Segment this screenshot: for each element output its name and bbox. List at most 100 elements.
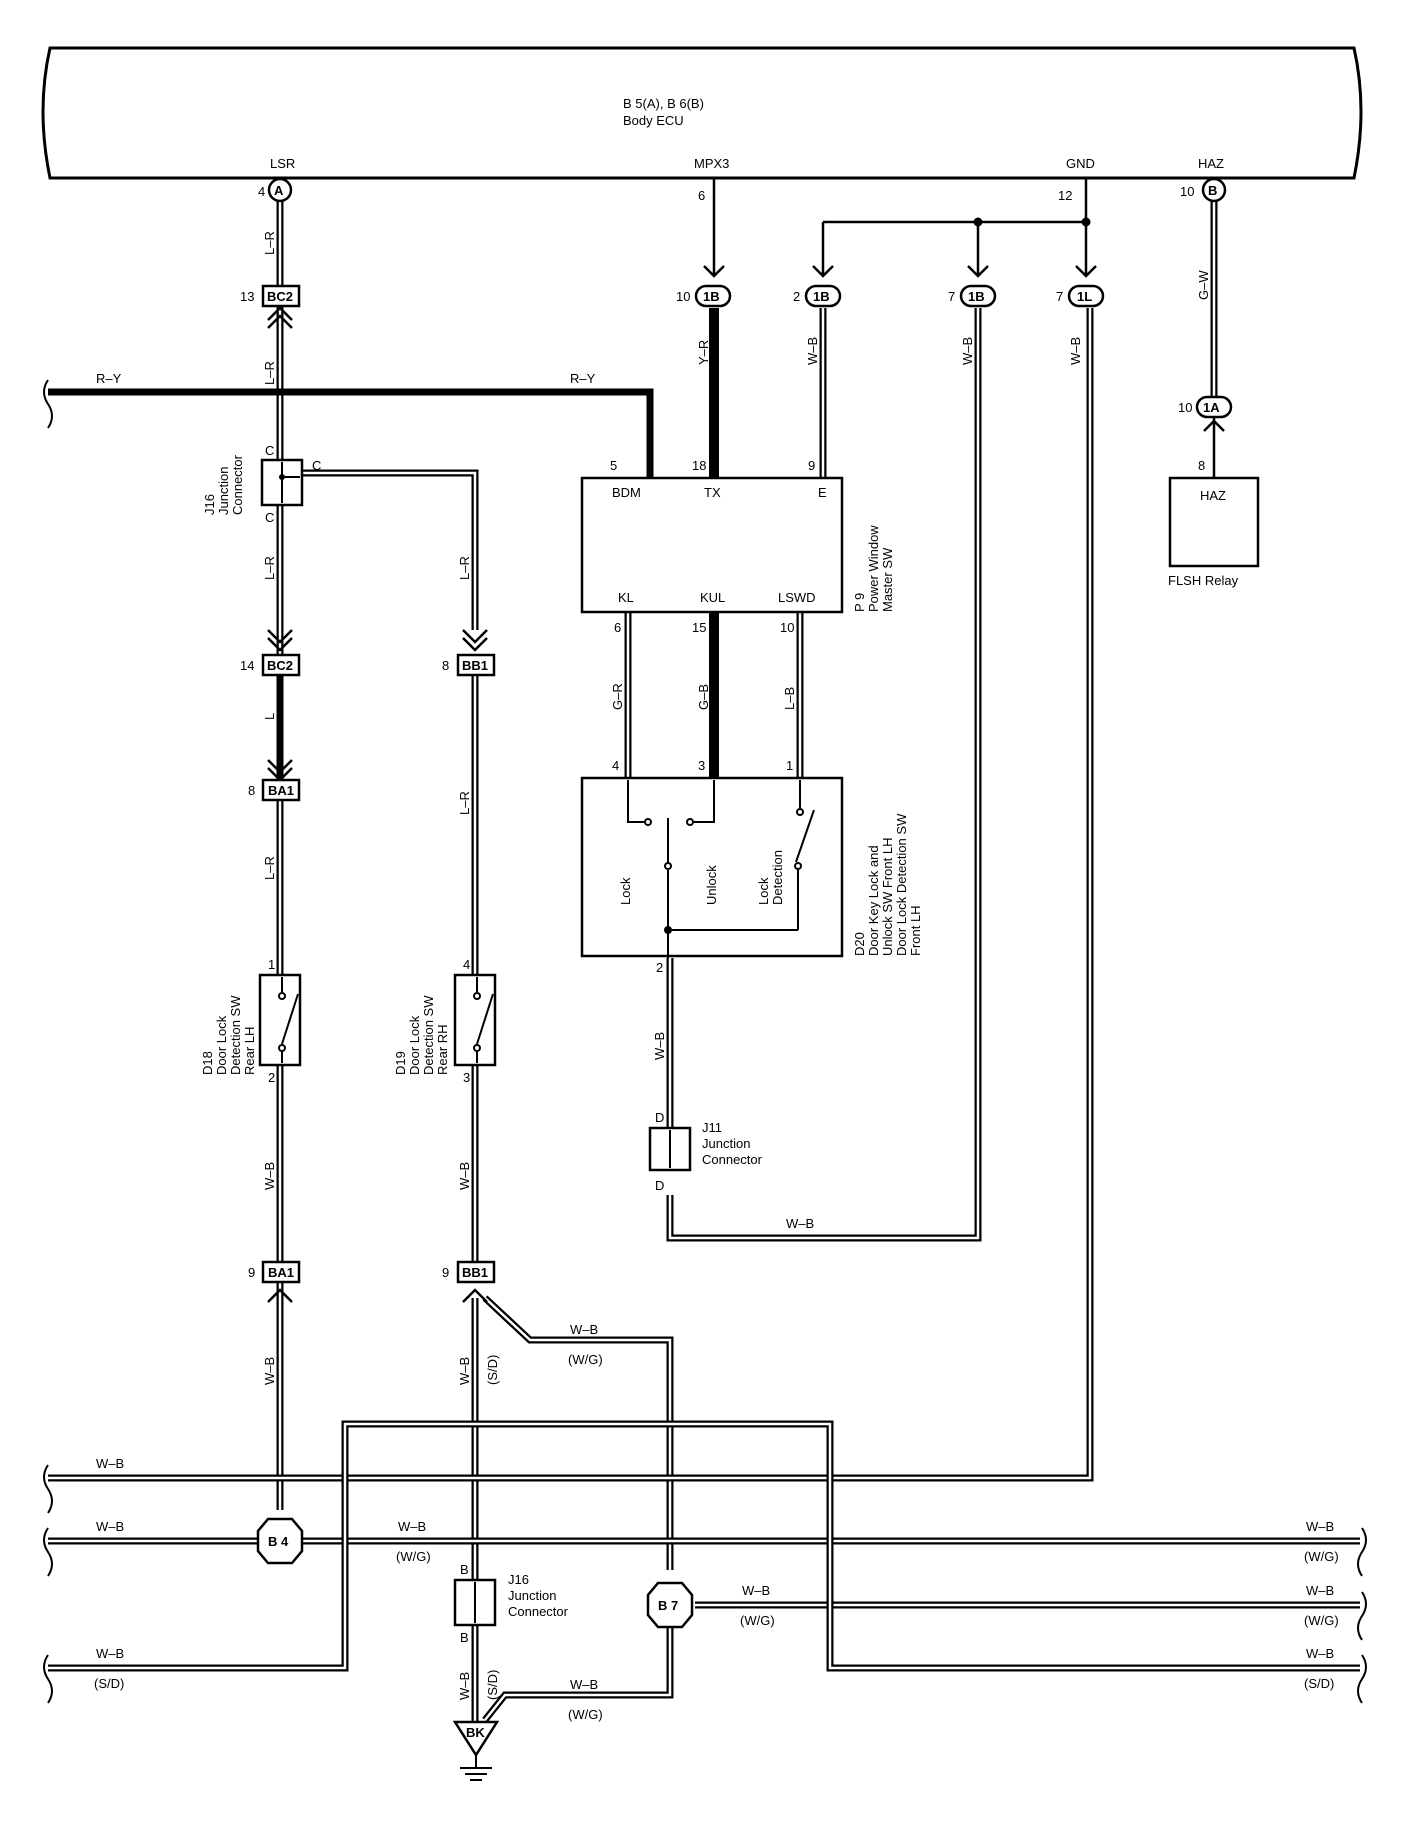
wire-label: L–R bbox=[262, 361, 277, 385]
wire-label: L–B bbox=[782, 687, 797, 710]
j11-pin-bottom: D bbox=[655, 1178, 664, 1193]
junction-dot bbox=[1081, 217, 1091, 227]
d19-door-lock-detection-sw-rear-rh: 4 3 D19 Door Lock Detection SW Rear RH bbox=[393, 957, 497, 1085]
wire-label: W–B bbox=[786, 1216, 814, 1231]
wire-lr-j16-bb1 bbox=[302, 469, 479, 630]
p9-pin-name: TX bbox=[704, 485, 721, 500]
d20-door-key-lock-sw: 4 3 1 2 Lock Unlock Lock bbox=[580, 758, 923, 975]
j11-junction-connector: D D J11 Junction Connector bbox=[648, 1110, 763, 1193]
d20-line2: Unlock SW Front LH bbox=[880, 838, 895, 956]
ground-bk-label: BK bbox=[466, 1725, 485, 1740]
j16-bottom-id: J16 bbox=[508, 1572, 529, 1587]
wire-label: L–R bbox=[457, 556, 472, 580]
wire-label: W–B bbox=[96, 1519, 124, 1534]
j16-bottom-pin-upper: B bbox=[460, 1562, 469, 1577]
connector-pin: 8 bbox=[248, 783, 255, 798]
wire-label: W–B bbox=[262, 1162, 277, 1190]
ecu-conn-a bbox=[267, 177, 293, 203]
j16-bottom-line1: Junction bbox=[508, 1588, 556, 1603]
connector-1b-tx: 1B 10 bbox=[676, 284, 732, 308]
wire-breaks bbox=[43, 379, 1367, 1704]
connector-ba1-bottom: BA1 9 bbox=[248, 1260, 301, 1284]
wire-label: (W/G) bbox=[568, 1352, 603, 1367]
connector-bc2-bottom: BC2 14 bbox=[240, 653, 301, 677]
wire-label: G–B bbox=[696, 684, 711, 710]
p9-pin-name: LSWD bbox=[778, 590, 816, 605]
d19-id: D19 bbox=[393, 1051, 408, 1075]
connector-pin: 9 bbox=[248, 1265, 255, 1280]
d18-pin-bottom: 2 bbox=[268, 1070, 275, 1085]
j11-line1: Junction bbox=[702, 1136, 750, 1151]
d18-pin-top: 1 bbox=[268, 957, 275, 972]
d20-sw-det1: Lock bbox=[756, 877, 771, 905]
p9-pin-num: 15 bbox=[692, 620, 706, 635]
j16-top-pin-right: C bbox=[312, 458, 321, 473]
ecu-pin-lsr: LSR bbox=[270, 156, 295, 171]
p9-pin-num: 9 bbox=[808, 458, 815, 473]
wire-label: W–B bbox=[457, 1162, 472, 1190]
connector-label: BA1 bbox=[268, 783, 294, 798]
ground-point-b7: B 7 bbox=[646, 1581, 694, 1629]
d20-pin: 4 bbox=[612, 758, 619, 773]
d20-pin: 1 bbox=[786, 758, 793, 773]
ecu-pin-num-haz: 10 bbox=[1180, 184, 1194, 199]
j11-id: J11 bbox=[702, 1120, 722, 1135]
d18-door-lock-detection-sw-rear-lh: 1 2 D18 Door Lock Detection SW Rear LH bbox=[200, 957, 302, 1085]
d18-line3: Rear LH bbox=[242, 1027, 257, 1075]
d19-pin-bottom: 3 bbox=[463, 1070, 470, 1085]
connector-pin: 13 bbox=[240, 289, 254, 304]
wire-label: R–Y bbox=[96, 371, 122, 386]
j16-bottom-line2: Connector bbox=[508, 1604, 569, 1619]
wire-label: L bbox=[262, 713, 277, 720]
p9-line1: Power Window bbox=[866, 525, 881, 612]
j16-top-pin-upper: C bbox=[265, 443, 274, 458]
wire-label: G–W bbox=[1196, 270, 1211, 300]
j16-top-id: J16 bbox=[202, 494, 217, 515]
connector-ba1-top: BA1 8 bbox=[248, 778, 301, 802]
d20-pin: 2 bbox=[656, 960, 663, 975]
p9-pin-name: E bbox=[818, 485, 827, 500]
ecu-pin-num-lsr: 4 bbox=[258, 184, 265, 199]
wire-label: L–R bbox=[262, 231, 277, 255]
connector-1b-j11: 1B 7 bbox=[948, 284, 997, 308]
wire-label: R–Y bbox=[570, 371, 596, 386]
relay-haz-label: HAZ bbox=[1200, 488, 1226, 503]
arrow-heads bbox=[267, 265, 1225, 1303]
wire-label: W–B bbox=[742, 1583, 770, 1598]
p9-pin-name: KL bbox=[618, 590, 634, 605]
j16-top-junction-connector: C C C J16 Junction Connector bbox=[202, 443, 321, 525]
j11-pin-top: D bbox=[655, 1110, 664, 1125]
d18-id: D18 bbox=[200, 1051, 215, 1075]
wire-label: (S/D) bbox=[485, 1670, 500, 1700]
wire-label: L–R bbox=[262, 856, 277, 880]
ecu-conn-a-label: A bbox=[274, 183, 284, 198]
wire-label: W–B bbox=[262, 1357, 277, 1385]
j16-bottom-pin-lower: B bbox=[460, 1630, 469, 1645]
wire-label: (W/G) bbox=[740, 1613, 775, 1628]
wire-label: (S/D) bbox=[485, 1355, 500, 1385]
wire-wb-sd bbox=[48, 1420, 1360, 1672]
connector-bb1-top: BB1 8 bbox=[442, 653, 496, 677]
wire-label: (W/G) bbox=[568, 1707, 603, 1722]
d20-id: D20 bbox=[852, 932, 867, 956]
connector-label: 1B bbox=[813, 289, 830, 304]
wire-label: (S/D) bbox=[94, 1676, 124, 1691]
wire-label: W–B bbox=[96, 1646, 124, 1661]
connector-pin: 14 bbox=[240, 658, 254, 673]
wire-label: L–R bbox=[457, 791, 472, 815]
ground-points: B 4 B 7 BK bbox=[256, 1517, 694, 1781]
j16-top-line1: Junction bbox=[216, 467, 231, 515]
p9-pin-num: 5 bbox=[610, 458, 617, 473]
d19-pin-top: 4 bbox=[463, 957, 470, 972]
oval-connectors: 1B 10 1B 2 1B 7 1L 7 1A 10 bbox=[676, 284, 1233, 419]
wire-label: W–B bbox=[805, 337, 820, 365]
connector-label: BA1 bbox=[268, 1265, 294, 1280]
wire-label: W–B bbox=[96, 1456, 124, 1471]
ecu-pin-gnd: GND bbox=[1066, 156, 1095, 171]
connector-pin: 10 bbox=[676, 289, 690, 304]
wire-label: W–B bbox=[1068, 337, 1083, 365]
j16-top-line2: Connector bbox=[230, 454, 245, 515]
connector-1b-e: 1B 2 bbox=[793, 284, 842, 308]
ecu-conn-b bbox=[1201, 177, 1227, 203]
